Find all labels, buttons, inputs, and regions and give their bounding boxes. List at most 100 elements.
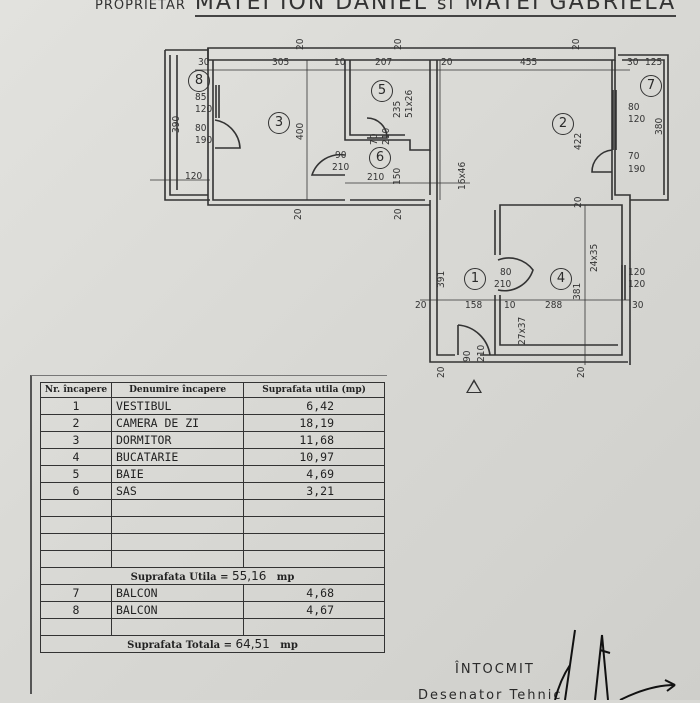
signature	[554, 629, 676, 700]
dim-label: 30	[627, 57, 639, 68]
row-area: 4,69	[243, 465, 385, 483]
balcony-7	[618, 54, 669, 201]
dim-label: 90	[462, 350, 473, 362]
dim-label: 422	[573, 132, 584, 150]
owner-2: MATEI GABRIELA	[464, 0, 677, 15]
dim-label: 190	[195, 135, 213, 146]
total-area-unit: mp	[280, 640, 298, 651]
dim-label: 210	[332, 162, 350, 173]
row-area: 3,21	[243, 482, 385, 500]
balcony-8	[164, 49, 210, 201]
room-number-4: 4	[550, 268, 572, 290]
empty-row	[40, 550, 385, 568]
dim-label: 390	[171, 115, 182, 133]
dim-label: 20	[295, 38, 306, 50]
empty-row	[40, 499, 385, 517]
dim-label: 27x37	[517, 316, 528, 345]
total-area-value: 64,51	[235, 637, 270, 651]
dim-label: 20	[573, 196, 584, 208]
dim-label: 20	[393, 38, 404, 50]
row-nr: 5	[40, 465, 112, 483]
useful-area-row: Suprafata Utila = 55,16 mp	[40, 567, 385, 585]
row-name: CAMERA DE ZI	[110, 414, 245, 432]
dim-label: 10	[504, 300, 516, 311]
dim-label: 20	[436, 366, 447, 378]
empty-row	[40, 533, 385, 551]
dim-label: 380	[654, 117, 665, 135]
row-area: 4,67	[243, 601, 385, 619]
dim-label: 30	[198, 57, 210, 68]
owner-title: PROPRIETAR MATEI ION DANIEL si MATEI GAB…	[95, 0, 677, 17]
dim-label: 288	[545, 300, 563, 311]
drafter-label: Desenator Tehnic	[418, 688, 563, 703]
row-area: 18,19	[243, 414, 385, 432]
dim-label: 20	[576, 366, 587, 378]
dim-label: 20	[571, 38, 582, 50]
door-bath	[366, 117, 388, 139]
dim-label: 210	[381, 127, 392, 145]
total-area-label: Suprafata Totala =	[127, 640, 232, 651]
row-area: 6,42	[243, 397, 385, 415]
dim-label: 391	[436, 270, 447, 288]
wall-lower-block	[429, 200, 628, 363]
dim-label: 150	[392, 167, 403, 185]
table-frame	[30, 375, 387, 694]
dim-label: 120	[185, 171, 203, 182]
total-area-row: Suprafata Totala = 64,51 mp	[40, 635, 385, 653]
row-nr: 4	[40, 448, 112, 466]
room-number-5: 5	[371, 80, 393, 102]
dim-label: 70	[628, 151, 640, 162]
room-number-2: 2	[552, 113, 574, 135]
door-kitchen	[497, 257, 534, 292]
dim-label: 16x46	[457, 161, 468, 190]
useful-area-unit: mp	[276, 572, 295, 583]
dim-label: 125	[645, 57, 663, 68]
row-nr: 8	[40, 601, 112, 619]
entrance-marker-icon	[466, 379, 482, 393]
prepared-by-label: ÎNTOCMIT	[455, 662, 535, 677]
row-nr: 2	[40, 414, 112, 432]
dim-label: 85	[195, 92, 207, 103]
dim-label: 158	[465, 300, 483, 311]
row-name: BUCATARIE	[110, 448, 245, 466]
dim-label: 30	[632, 300, 644, 311]
door-balcony7	[591, 149, 613, 173]
dim-label: 24x35	[589, 243, 600, 272]
dim-label: 20	[293, 208, 304, 220]
dim-label: 51x26	[404, 89, 415, 118]
dim-label: 80	[500, 267, 512, 278]
dim-label: 455	[520, 57, 538, 68]
useful-area-label: Suprafata Utila =	[130, 572, 229, 583]
row-nr: 7	[40, 584, 112, 602]
dim-label: 210	[494, 279, 512, 290]
row-name: DORMITOR	[110, 431, 245, 449]
dim-label: 210	[367, 172, 385, 183]
owner-1: MATEI ION DANIEL	[194, 0, 428, 15]
dim-label: 207	[375, 57, 393, 68]
dim-label: 120	[628, 114, 646, 125]
wall-top	[207, 47, 616, 61]
door-entrance	[457, 324, 491, 356]
sas-wall	[429, 60, 438, 205]
room-number-7: 7	[640, 75, 662, 97]
dim-label: 190	[628, 164, 646, 175]
dim-label: 20	[393, 208, 404, 220]
dim-label: 10	[334, 57, 346, 68]
row-name: VESTIBUL	[110, 397, 245, 415]
dim-label: 400	[295, 122, 306, 140]
dim-label: 120	[628, 279, 646, 290]
row-area: 11,68	[243, 431, 385, 449]
dim-label: 80	[628, 102, 640, 113]
header-nr: Nr. încapere	[40, 382, 112, 398]
door-sas	[310, 153, 346, 176]
room-number-1: 1	[464, 268, 486, 290]
row-name: SAS	[110, 482, 245, 500]
